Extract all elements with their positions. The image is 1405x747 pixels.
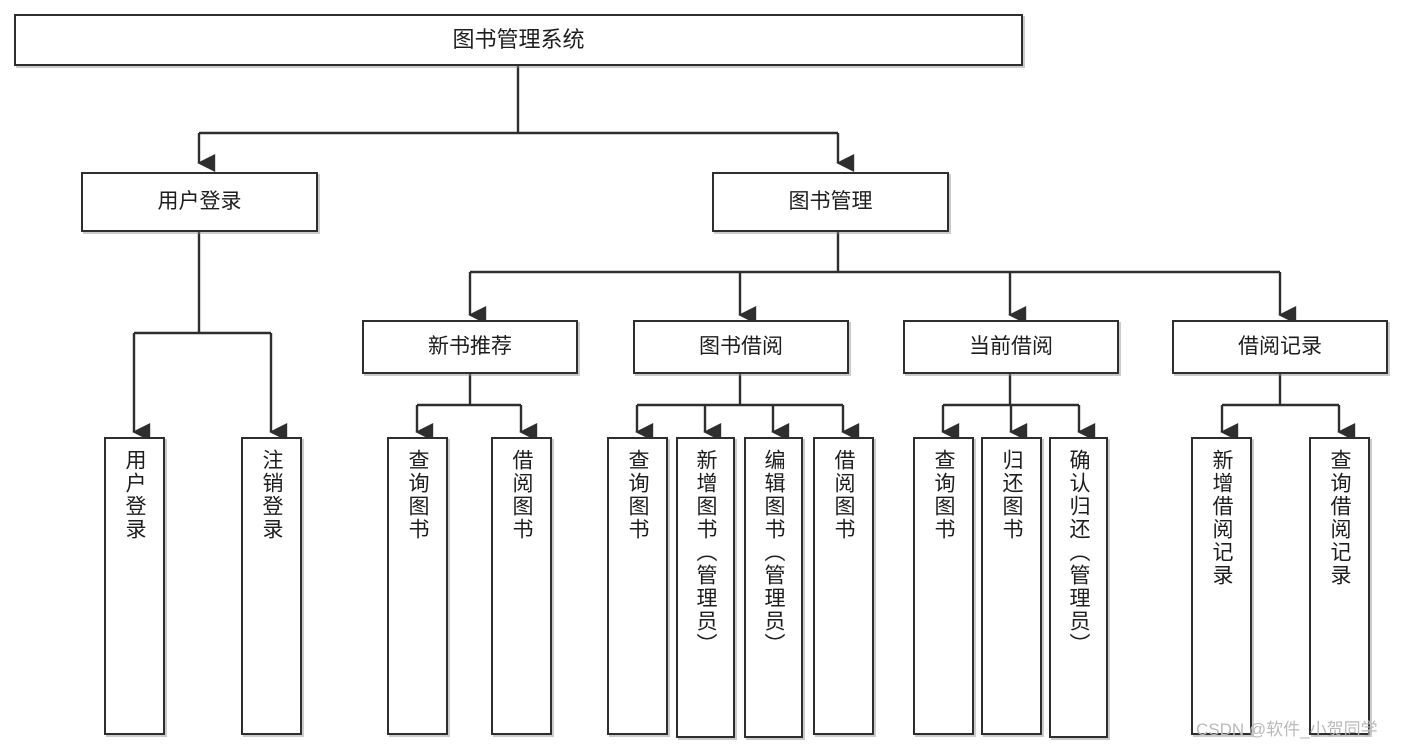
node-label: 确认归还（管理员） [1067, 449, 1090, 656]
leaf-confirm-return-admin[interactable]: 确认归还（管理员） [1049, 437, 1108, 738]
node-label: 图书借阅 [699, 334, 783, 358]
leaf-edit-book-admin[interactable]: 编辑图书（管理员） [744, 437, 803, 738]
node-label: 新书推荐 [428, 334, 512, 358]
node-label: 新增借阅记录 [1210, 449, 1233, 587]
leaf-add-book-admin[interactable]: 新增图书（管理员） [676, 437, 735, 738]
leaf-query-book-borrow[interactable]: 查询图书 [607, 437, 668, 735]
node-label: 借阅图书 [832, 449, 855, 541]
node-label: 查询借阅记录 [1328, 449, 1351, 587]
leaf-query-book-recommend[interactable]: 查询图书 [387, 437, 448, 735]
node-current-borrow[interactable]: 当前借阅 [903, 320, 1119, 374]
node-new-book-recommend[interactable]: 新书推荐 [362, 320, 578, 374]
node-label: 查询图书 [406, 449, 429, 541]
leaf-logout[interactable]: 注销登录 [241, 437, 302, 735]
node-user-login[interactable]: 用户登录 [81, 172, 318, 232]
node-label: 图书管理 [788, 189, 873, 213]
node-book-borrow[interactable]: 图书借阅 [633, 320, 849, 374]
leaf-query-book-current[interactable]: 查询图书 [913, 437, 974, 735]
node-label: 用户登录 [123, 449, 146, 541]
node-label: 借阅图书 [510, 449, 533, 541]
node-label: 新增图书（管理员） [694, 449, 717, 656]
leaf-borrow-book[interactable]: 借阅图书 [813, 437, 874, 735]
leaf-return-book[interactable]: 归还图书 [981, 437, 1042, 735]
node-label: 用户登录 [157, 189, 242, 213]
node-label: 查询图书 [932, 449, 955, 541]
leaf-user-login[interactable]: 用户登录 [104, 437, 165, 735]
leaf-query-borrow-record[interactable]: 查询借阅记录 [1309, 437, 1370, 735]
node-root-system[interactable]: 图书管理系统 [14, 14, 1023, 66]
node-book-management[interactable]: 图书管理 [712, 172, 949, 232]
leaf-borrow-book-recommend[interactable]: 借阅图书 [491, 437, 552, 735]
node-label: 当前借阅 [969, 334, 1053, 358]
node-label: 注销登录 [260, 449, 283, 541]
node-label: 归还图书 [1000, 449, 1023, 541]
node-borrow-record[interactable]: 借阅记录 [1172, 320, 1388, 374]
node-label: 图书管理系统 [452, 27, 585, 53]
node-label: 编辑图书（管理员） [762, 449, 785, 656]
leaf-add-borrow-record[interactable]: 新增借阅记录 [1191, 437, 1252, 735]
node-label: 借阅记录 [1238, 334, 1322, 358]
csdn-watermark: CSDN @软件_小贺同学 [1196, 720, 1378, 739]
node-label: 查询图书 [626, 449, 649, 541]
